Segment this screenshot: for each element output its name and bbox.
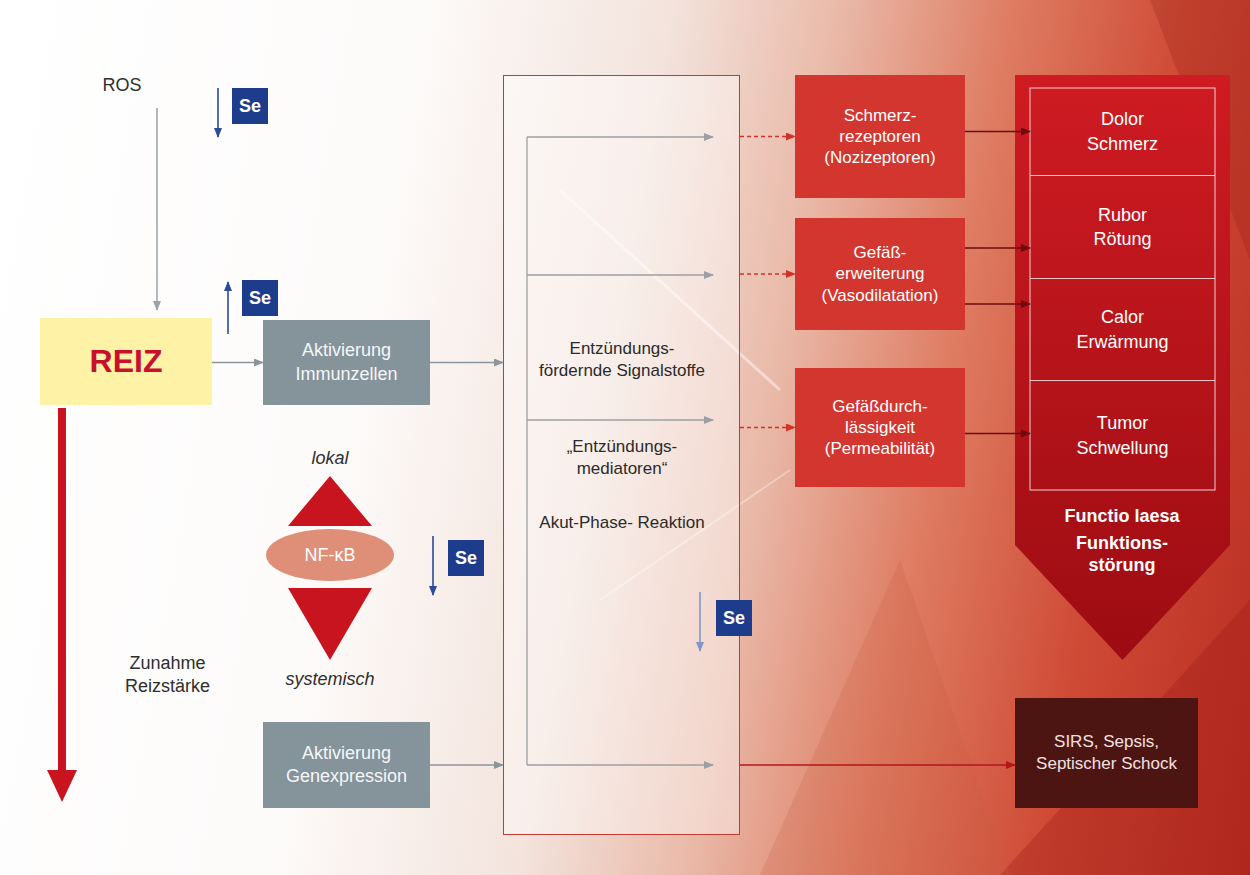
symptom-cell: RuborRötung bbox=[1030, 175, 1215, 278]
note-label: Zunahme Reizstärke bbox=[100, 652, 235, 699]
intensity-arrow-shaft bbox=[58, 408, 66, 772]
signal-label: ROS bbox=[100, 74, 144, 97]
node-text: Se bbox=[249, 288, 271, 309]
node-text: „Entzündungs- mediatoren“ bbox=[537, 436, 707, 480]
effect-box: Gefäß- erweiterung (Vasodilatation) bbox=[795, 218, 965, 330]
node-text: Gefäßdurch- lässigkeit (Permeabilität) bbox=[811, 396, 949, 460]
flow-arrow bbox=[740, 273, 795, 275]
flow-arrow bbox=[965, 131, 1030, 133]
effect-box: Schmerz- rezeptoren (Nozizeptoren) bbox=[795, 75, 965, 198]
node-text: Functio laesa bbox=[1042, 505, 1202, 528]
node-text: Funktions- störung bbox=[1042, 532, 1202, 577]
process-box: Aktivierung Immunzellen bbox=[263, 320, 430, 405]
node-text: Aktivierung Genexpression bbox=[273, 742, 420, 789]
node-text: Aktivierung Immunzellen bbox=[273, 339, 420, 386]
ellipse-fill bbox=[266, 529, 394, 581]
node-text: Dolor bbox=[1101, 107, 1144, 131]
flow-arrow bbox=[430, 362, 503, 364]
flow-arrow bbox=[212, 362, 263, 364]
decrease-arrow bbox=[217, 88, 219, 137]
node-text: Schmerz- rezeptoren (Nozizeptoren) bbox=[811, 105, 949, 169]
increase-arrow bbox=[227, 282, 229, 334]
mediator-frame: Entzündungs- fördernde Signalstoffe „Entz… bbox=[503, 75, 740, 835]
node-text: Tumor bbox=[1097, 411, 1148, 435]
node-text: Se bbox=[455, 548, 477, 569]
node-text: Erwärmung bbox=[1076, 330, 1168, 354]
flow-arrow bbox=[740, 136, 795, 138]
node-text: Calor bbox=[1101, 305, 1144, 329]
outcome-box: SIRS, Sepsis, Septischer Schock bbox=[1015, 698, 1198, 808]
selenium-badge: Se bbox=[232, 88, 268, 124]
region-label: systemisch bbox=[270, 668, 390, 691]
region-label: lokal bbox=[290, 447, 370, 470]
selenium-badge: Se bbox=[242, 280, 278, 316]
node-text: Se bbox=[723, 608, 745, 629]
selenium-badge: Se bbox=[448, 540, 484, 576]
flow-arrow bbox=[430, 764, 503, 766]
node-text: Schwellung bbox=[1076, 436, 1168, 460]
intensity-arrow-head bbox=[47, 770, 77, 802]
flow-arrow bbox=[965, 433, 1030, 435]
symptom-cell: TumorSchwellung bbox=[1030, 380, 1215, 490]
ros-arrow bbox=[156, 108, 158, 310]
flow-arrow bbox=[965, 303, 1030, 305]
node-text: Schmerz bbox=[1087, 132, 1158, 156]
flow-arrow bbox=[740, 427, 795, 429]
node-text: Akut-Phase- Reaktion bbox=[537, 512, 707, 534]
background-streak bbox=[760, 560, 1010, 875]
stimulus-box: REIZ bbox=[40, 318, 212, 405]
node-text: SIRS, Sepsis, Septischer Schock bbox=[1025, 731, 1188, 775]
down-triangle bbox=[288, 588, 372, 660]
process-box: Aktivierung Genexpression bbox=[263, 722, 430, 808]
node-text: NF-κB bbox=[305, 545, 356, 566]
symptom-arrow-panel: Functio laesaFunktions- störung DolorSchm… bbox=[1015, 75, 1230, 660]
node-text: Rötung bbox=[1093, 227, 1151, 251]
node-text: Se bbox=[239, 96, 261, 117]
node-text: Gefäß- erweiterung (Vasodilatation) bbox=[811, 242, 949, 306]
effect-box: Gefäßdurch- lässigkeit (Permeabilität) bbox=[795, 368, 965, 487]
symptom-frame bbox=[1030, 88, 1215, 490]
symptom-cell: CalorErwärmung bbox=[1030, 278, 1215, 380]
decrease-arrow bbox=[432, 536, 434, 595]
symptom-cell: DolorSchmerz bbox=[1030, 88, 1215, 175]
flow-arrow bbox=[740, 764, 1015, 766]
selenium-badge: Se bbox=[716, 600, 752, 636]
node-text: REIZ bbox=[90, 343, 163, 380]
flow-arrow bbox=[965, 247, 1030, 249]
up-triangle bbox=[288, 476, 372, 526]
node-text: Entzündungs- fördernde Signalstoffe bbox=[537, 338, 707, 382]
factor-ellipse: NF-κB bbox=[265, 528, 395, 582]
arrow-fill bbox=[1015, 75, 1230, 660]
node-text: Rubor bbox=[1098, 203, 1147, 227]
